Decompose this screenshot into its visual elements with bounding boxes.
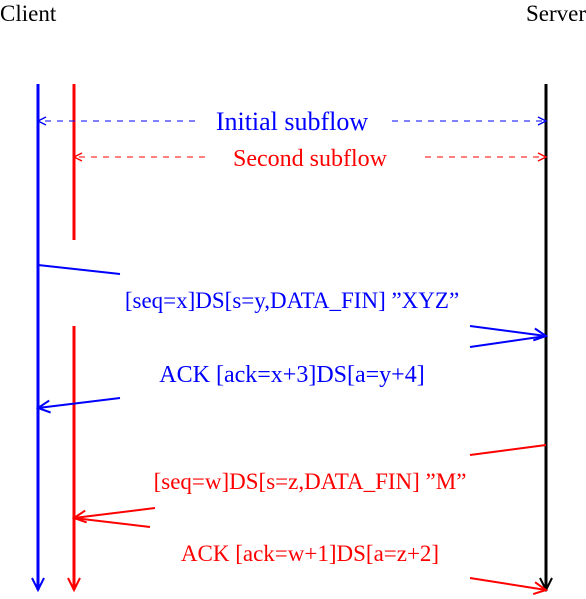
message-2-arrow-start — [469, 335, 547, 348]
client-label: Client — [0, 1, 57, 26]
message-2-label: ACK [ack=x+3]DS[a=y+4] — [159, 362, 424, 388]
server-label: Server — [526, 1, 586, 26]
message-1-arrow-start — [37, 264, 121, 275]
message-3-arrow-start — [469, 444, 547, 456]
second-subflow-label: Second subflow — [233, 146, 388, 172]
message-1-arrow-end — [469, 325, 549, 342]
message-4-arrow-end — [469, 577, 549, 596]
message-3-label: [seq=w]DS[s=z,DATA_FIN] ”M” — [154, 469, 467, 494]
message-4-arrow-start — [73, 517, 151, 528]
message-1-label: [seq=x]DS[s=y,DATA_FIN] ”XYZ” — [125, 288, 459, 313]
message-2-arrow-end — [35, 397, 121, 414]
initial-subflow-label: Initial subflow — [216, 107, 369, 136]
message-4-label: ACK [ack=w+1]DS[a=z+2] — [181, 541, 439, 566]
message-3-arrow-end — [71, 507, 156, 524]
